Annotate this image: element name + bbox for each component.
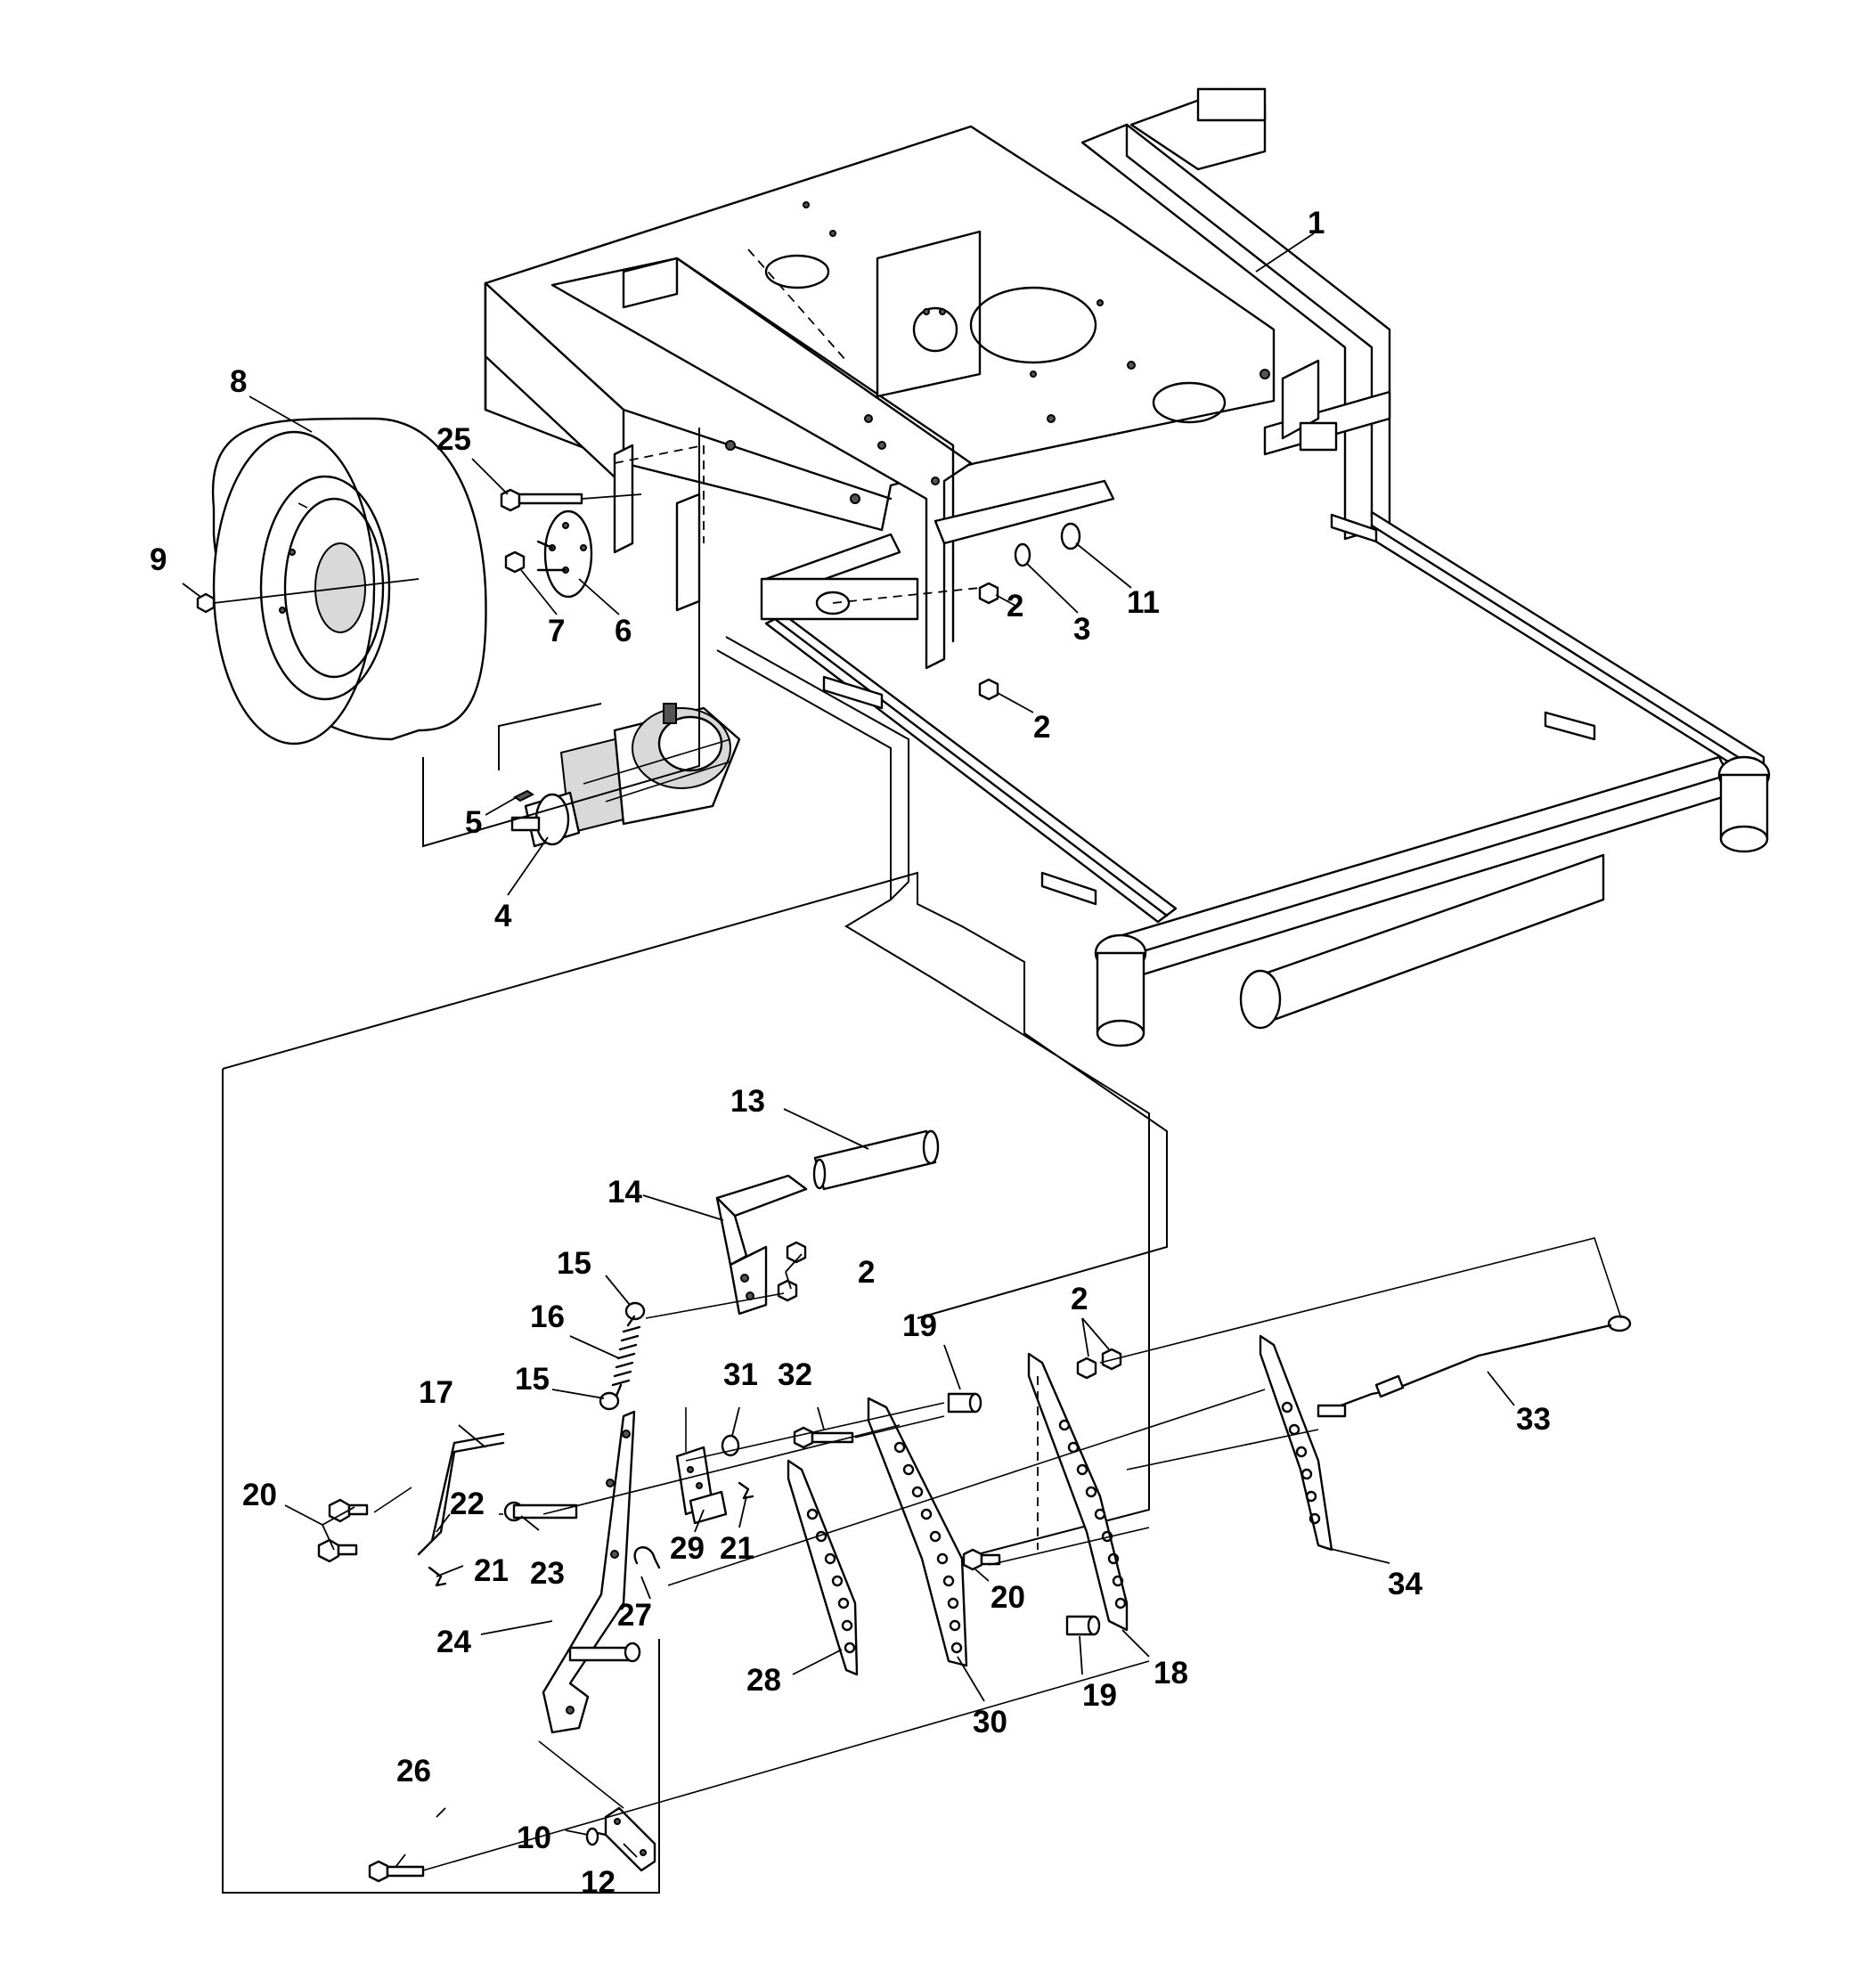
callout-19-b: 19	[1082, 1678, 1117, 1713]
axle-key	[513, 789, 534, 803]
callout-17: 17	[419, 1375, 453, 1410]
lug-nut-left	[196, 592, 216, 614]
callout-23: 23	[530, 1556, 565, 1591]
callout-18: 18	[1154, 1656, 1188, 1691]
foot-pedal	[715, 1174, 808, 1316]
hair-clip	[633, 1546, 661, 1569]
tire-wheel	[211, 417, 487, 746]
adjustment-plate-34	[1259, 1334, 1333, 1552]
pedal-arm	[542, 1410, 636, 1734]
axle-plate-left	[613, 444, 634, 554]
plate-nut-a	[1076, 1357, 1097, 1380]
callout-28: 28	[746, 1663, 781, 1698]
callout-15-a: 15	[557, 1246, 591, 1281]
callout-24: 24	[436, 1625, 471, 1659]
lug-nut	[504, 550, 526, 574]
callout-32: 32	[778, 1357, 812, 1392]
adjustment-plate-28	[787, 1459, 859, 1676]
callout-20-b: 20	[991, 1580, 1025, 1615]
bolt-plate	[962, 1548, 1001, 1571]
callout-14: 14	[607, 1175, 642, 1210]
callout-21-b: 21	[720, 1531, 754, 1566]
callout-21-a: 21	[474, 1553, 509, 1588]
spacer-lower	[1065, 1615, 1101, 1636]
callout-16: 16	[530, 1300, 565, 1334]
callout-9: 9	[150, 542, 167, 577]
linkage-bracket	[675, 1446, 728, 1525]
callout-10: 10	[517, 1821, 551, 1855]
pedal-nut-upper	[786, 1241, 807, 1264]
frame-nut-lower	[978, 678, 999, 701]
hub-bolt	[500, 488, 583, 512]
callout-labels: 1 2 3 11 2 4 5 6 7 8 9 25 13 14 15 16 15…	[150, 206, 1551, 1900]
mount-bracket	[604, 1806, 656, 1872]
spacer-upper	[947, 1392, 982, 1414]
callout-29: 29	[670, 1531, 705, 1566]
arm-pivot-bolt	[568, 1642, 641, 1663]
cotter-pin-left	[428, 1566, 447, 1587]
frame-nut-upper	[978, 582, 999, 605]
wheel-hub	[536, 509, 593, 599]
callout-31: 31	[723, 1357, 758, 1392]
pedal-nut-lower	[777, 1279, 798, 1302]
callout-26: 26	[396, 1754, 431, 1788]
spring-washer-top	[624, 1301, 646, 1321]
callout-13: 13	[730, 1084, 765, 1119]
callout-33: 33	[1516, 1402, 1551, 1437]
axle-plate-right	[675, 493, 701, 612]
frame-assembly	[484, 87, 1771, 1047]
adjustment-plate-18	[1027, 1352, 1129, 1632]
callout-leaders	[182, 232, 1515, 1867]
transaxle	[510, 703, 741, 848]
pedal-cable	[1317, 1315, 1632, 1418]
callout-4: 4	[494, 899, 512, 933]
control-rod	[417, 1441, 505, 1556]
callout-7: 7	[548, 614, 565, 648]
callout-6: 6	[615, 614, 632, 648]
callout-20-a: 20	[242, 1478, 277, 1512]
spring	[611, 1315, 641, 1402]
callout-1: 1	[1308, 206, 1325, 240]
cotter-pin-right	[738, 1481, 754, 1500]
callout-27: 27	[617, 1598, 652, 1633]
callout-15-b: 15	[515, 1362, 550, 1397]
callout-3: 3	[1073, 612, 1090, 647]
cotter-pin-10	[585, 1827, 607, 1846]
callout-8: 8	[230, 364, 247, 399]
callout-5: 5	[465, 805, 482, 840]
callout-34: 34	[1388, 1567, 1423, 1601]
callout-2-b: 2	[1033, 710, 1050, 745]
callout-30: 30	[973, 1705, 1007, 1740]
long-bolt	[368, 1860, 425, 1883]
pedal-pad	[812, 1129, 940, 1191]
callout-12: 12	[581, 1865, 616, 1900]
callout-19-a: 19	[902, 1308, 937, 1343]
frame-snap-ring	[1060, 522, 1081, 550]
callout-2-a: 2	[1007, 589, 1023, 623]
bolt-left-upper	[328, 1498, 369, 1523]
bolt-left-lower	[317, 1538, 358, 1563]
callout-2-d: 2	[1071, 1282, 1088, 1316]
adjustment-plate-30	[867, 1397, 968, 1667]
pivot-pin	[503, 1501, 578, 1522]
frame-washer	[1014, 542, 1031, 567]
callout-2-c: 2	[858, 1255, 875, 1290]
spring-washer-bottom	[599, 1391, 620, 1411]
exploded-view-outline	[222, 871, 1168, 1319]
callout-25: 25	[436, 422, 471, 457]
callout-22: 22	[450, 1487, 485, 1521]
callout-11: 11	[1127, 585, 1160, 620]
